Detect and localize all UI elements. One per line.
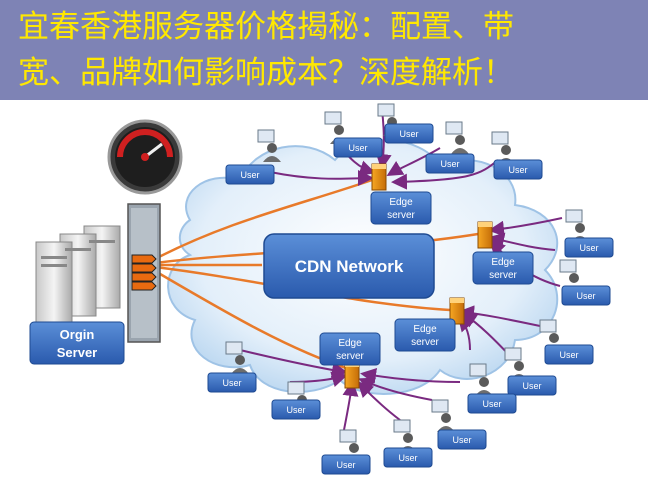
edge-server-mid: Edge server [394,297,465,352]
origin-label-line-2: Server [57,345,97,360]
user-node: User [544,344,594,365]
user-node: User [507,375,557,396]
user-box [467,393,517,414]
user-box [544,344,594,365]
origin-server-icon [35,225,121,325]
origin-server-label: Orgin Server [29,321,125,365]
edge-server-right: Edge server [472,221,534,285]
title-line-1: 宜春香港服务器价格揭秘：配置、带 [18,9,514,45]
user-label: User [508,165,527,175]
user-box [383,447,433,468]
user-box [493,159,543,180]
user-node: User [207,372,257,393]
traffic-gauge-icon [107,119,183,195]
user-label: User [522,381,541,391]
user-pc-icon [393,419,417,452]
user-box [321,454,371,475]
title-banner: 宜春香港服务器价格揭秘：配置、带 宽、品牌如何影响成本？深度解析！ [0,0,648,100]
user-pc-icon [257,129,281,162]
user-pc-icon [491,131,515,164]
cdn-diagram: Orgin Server CDN Network Edge server [29,103,614,475]
user-box [384,123,434,144]
user-box [333,137,383,158]
load-balancer-column [127,203,161,343]
edge-label-2: server [387,210,415,221]
user-label: User [559,350,578,360]
user-nodes: UserUserUserUserUserUserUserUserUserUser… [207,103,614,475]
user-node: User [425,153,475,174]
user-label: User [222,378,241,388]
user-label: User [482,399,501,409]
user-box [207,372,257,393]
user-node: User [561,285,611,306]
edge-label-1: Edge [413,324,437,335]
user-label: User [398,453,417,463]
user-label: User [399,129,418,139]
user-node: User [321,454,371,475]
user-box [225,164,275,185]
user-label: User [579,243,598,253]
user-node: User [493,159,543,180]
user-box [437,429,487,450]
user-node: User [437,429,487,450]
edge-label-2: server [411,337,439,348]
edge-label-1: Edge [338,338,362,349]
user-pc-icon [565,209,589,242]
user-box [561,285,611,306]
user-pc-icon [431,399,455,432]
user-links [239,109,563,441]
user-node: User [564,237,614,258]
title-line-2: 宽、品牌如何影响成本？深度解析！ [18,55,514,91]
edge-label-2: server [336,351,364,362]
user-node: User [333,137,383,158]
edge-server-top: Edge server [370,163,432,225]
user-box [507,375,557,396]
user-label: User [440,159,459,169]
user-label: User [286,405,305,415]
edge-label-1: Edge [389,197,413,208]
user-pc-icon [445,121,469,154]
user-node: User [467,393,517,414]
user-node: User [225,164,275,185]
user-label: User [348,143,367,153]
user-label: User [452,435,471,445]
edge-label-2: server [489,270,517,281]
user-label: User [240,170,259,180]
cdn-network-label: CDN Network [295,257,404,276]
user-box [564,237,614,258]
user-pc-icon [504,347,528,380]
user-node: User [271,399,321,420]
user-box [425,153,475,174]
user-label: User [336,460,355,470]
edge-server-bottom: Edge server [319,332,381,389]
origin-label-line-1: Orgin [60,327,95,342]
user-node: User [384,123,434,144]
user-box [271,399,321,420]
user-label: User [576,291,595,301]
edge-label-1: Edge [491,257,515,268]
cdn-network-box: CDN Network [263,233,435,299]
user-node: User [383,447,433,468]
